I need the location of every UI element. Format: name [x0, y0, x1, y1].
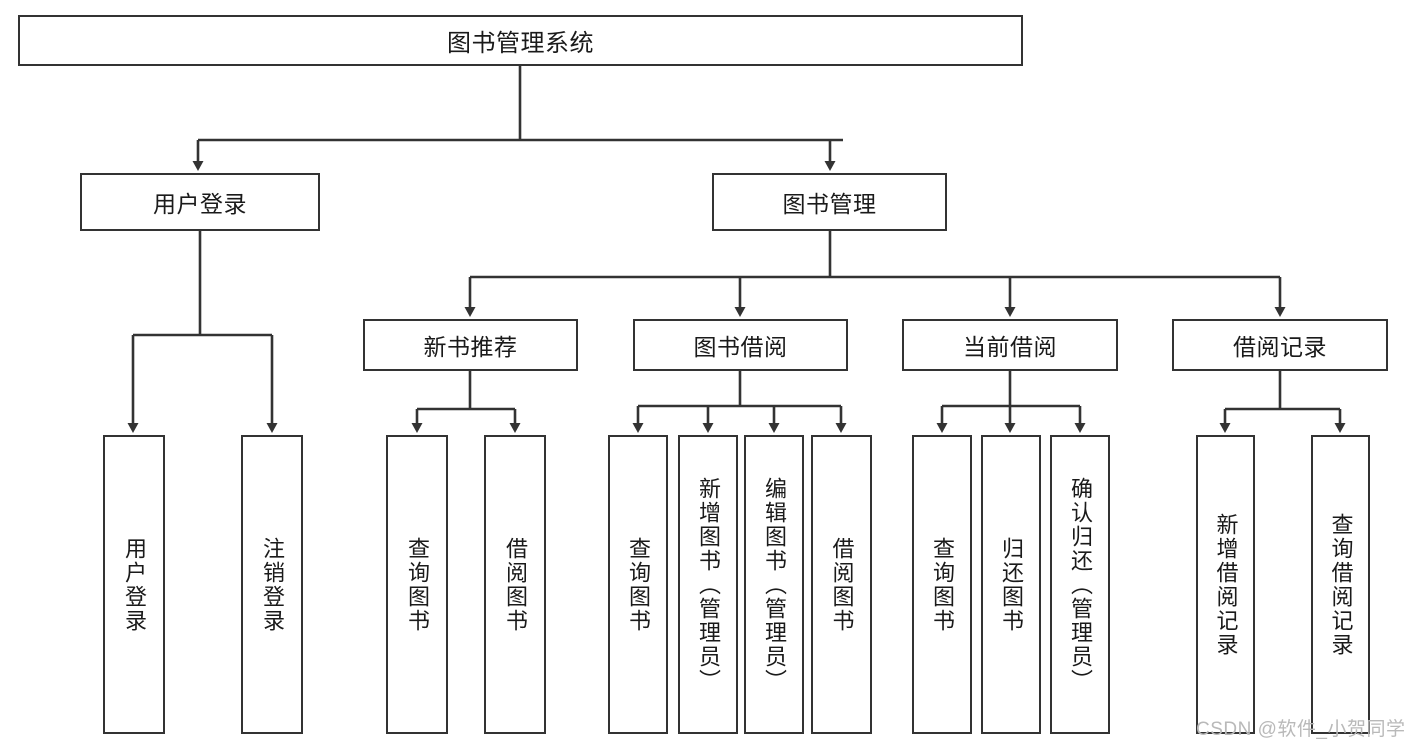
leaf-query-borrow-record[interactable]: 查询借阅记录	[1311, 435, 1370, 734]
leaf-query-book-borrow-label: 查询图书	[625, 536, 651, 633]
leaf-edit-book-admin[interactable]: 编辑图书（管理员）	[744, 435, 804, 734]
node-current-borrow-label: 当前借阅	[963, 334, 1057, 360]
node-borrow-record[interactable]: 借阅记录	[1172, 319, 1388, 371]
node-user-login[interactable]: 用户登录	[80, 173, 320, 231]
leaf-borrow-book-label: 借阅图书	[829, 536, 855, 633]
node-root[interactable]: 图书管理系统	[18, 15, 1023, 66]
node-borrow-record-label: 借阅记录	[1233, 334, 1327, 360]
leaf-add-borrow-record-label: 新增借阅记录	[1213, 512, 1239, 657]
leaf-confirm-return-admin[interactable]: 确认归还（管理员）	[1050, 435, 1110, 734]
leaf-query-book-borrow[interactable]: 查询图书	[608, 435, 668, 734]
node-book-management[interactable]: 图书管理	[712, 173, 947, 231]
leaf-return-book[interactable]: 归还图书	[981, 435, 1041, 734]
leaf-confirm-return-admin-label: 确认归还（管理员）	[1067, 476, 1093, 693]
leaf-query-book-recommend[interactable]: 查询图书	[386, 435, 448, 734]
leaf-query-borrow-record-label: 查询借阅记录	[1328, 512, 1354, 657]
leaf-borrow-book[interactable]: 借阅图书	[811, 435, 872, 734]
leaf-return-book-label: 归还图书	[998, 536, 1024, 633]
node-book-borrow[interactable]: 图书借阅	[633, 319, 848, 371]
leaf-query-book-recommend-label: 查询图书	[404, 536, 430, 633]
node-new-book-recommend-label: 新书推荐	[423, 334, 518, 360]
leaf-user-login-label: 用户登录	[121, 536, 147, 633]
leaf-user-logout-label: 注销登录	[259, 536, 285, 633]
leaf-borrow-book-recommend[interactable]: 借阅图书	[484, 435, 546, 734]
node-book-management-label: 图书管理	[782, 191, 877, 217]
node-new-book-recommend[interactable]: 新书推荐	[363, 319, 578, 371]
leaf-query-book-current-label: 查询图书	[929, 536, 955, 633]
leaf-add-borrow-record[interactable]: 新增借阅记录	[1196, 435, 1255, 734]
leaf-query-book-current[interactable]: 查询图书	[912, 435, 972, 734]
leaf-add-book-admin[interactable]: 新增图书（管理员）	[678, 435, 738, 734]
watermark-text: CSDN @软件_小贺同学	[1196, 719, 1405, 740]
node-user-login-label: 用户登录	[153, 191, 247, 217]
leaf-add-book-admin-label: 新增图书（管理员）	[695, 476, 721, 693]
node-current-borrow[interactable]: 当前借阅	[902, 319, 1118, 371]
node-book-borrow-label: 图书借阅	[693, 334, 788, 360]
node-root-label: 图书管理系统	[447, 30, 594, 57]
leaf-borrow-book-recommend-label: 借阅图书	[502, 536, 528, 633]
leaf-user-logout[interactable]: 注销登录	[241, 435, 303, 734]
leaf-user-login[interactable]: 用户登录	[103, 435, 165, 734]
leaf-edit-book-admin-label: 编辑图书（管理员）	[761, 476, 787, 693]
watermark: CSDN @软件_小贺同学	[1196, 714, 1405, 741]
